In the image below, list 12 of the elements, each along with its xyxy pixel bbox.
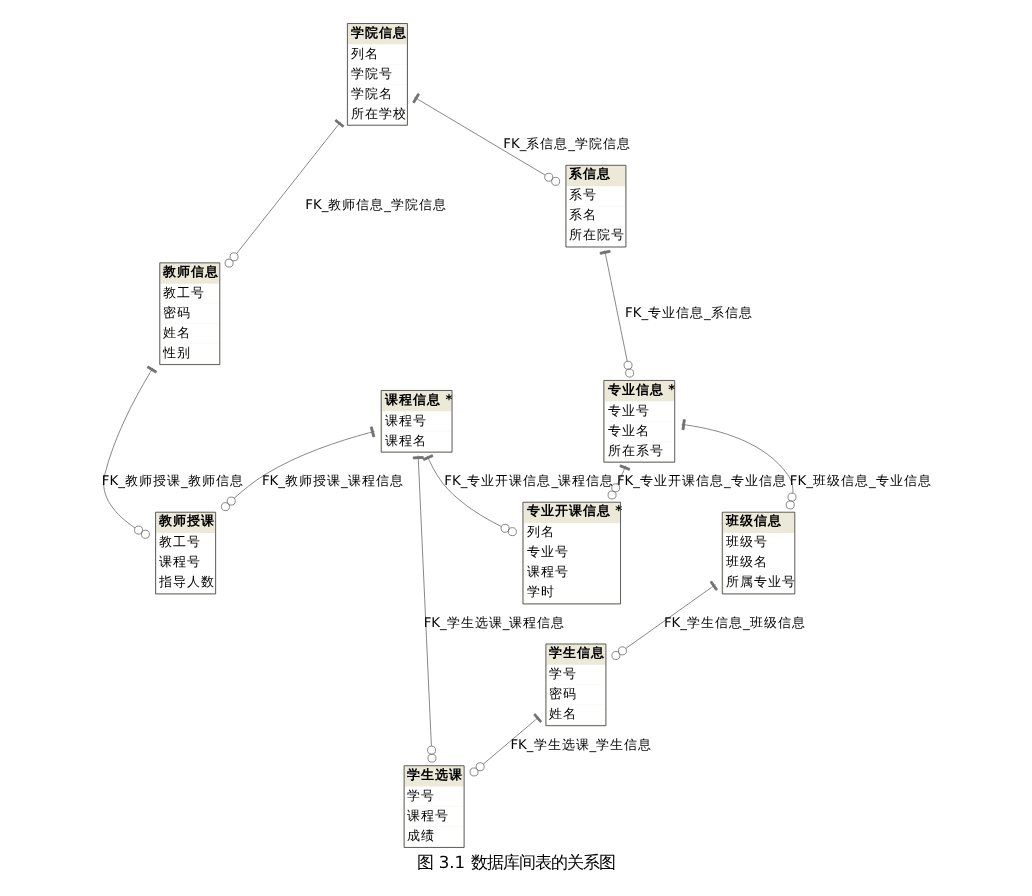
connector <box>103 365 158 539</box>
caption: 图 3.1 数据库间表的关系图 <box>417 851 615 872</box>
connector <box>412 93 561 186</box>
connector <box>412 455 437 763</box>
connector <box>221 426 376 512</box>
connector <box>599 249 635 378</box>
connector <box>224 119 345 268</box>
connector <box>469 713 543 777</box>
connector <box>681 419 797 510</box>
connector <box>607 464 631 500</box>
connector <box>422 454 517 537</box>
connector <box>611 580 718 660</box>
